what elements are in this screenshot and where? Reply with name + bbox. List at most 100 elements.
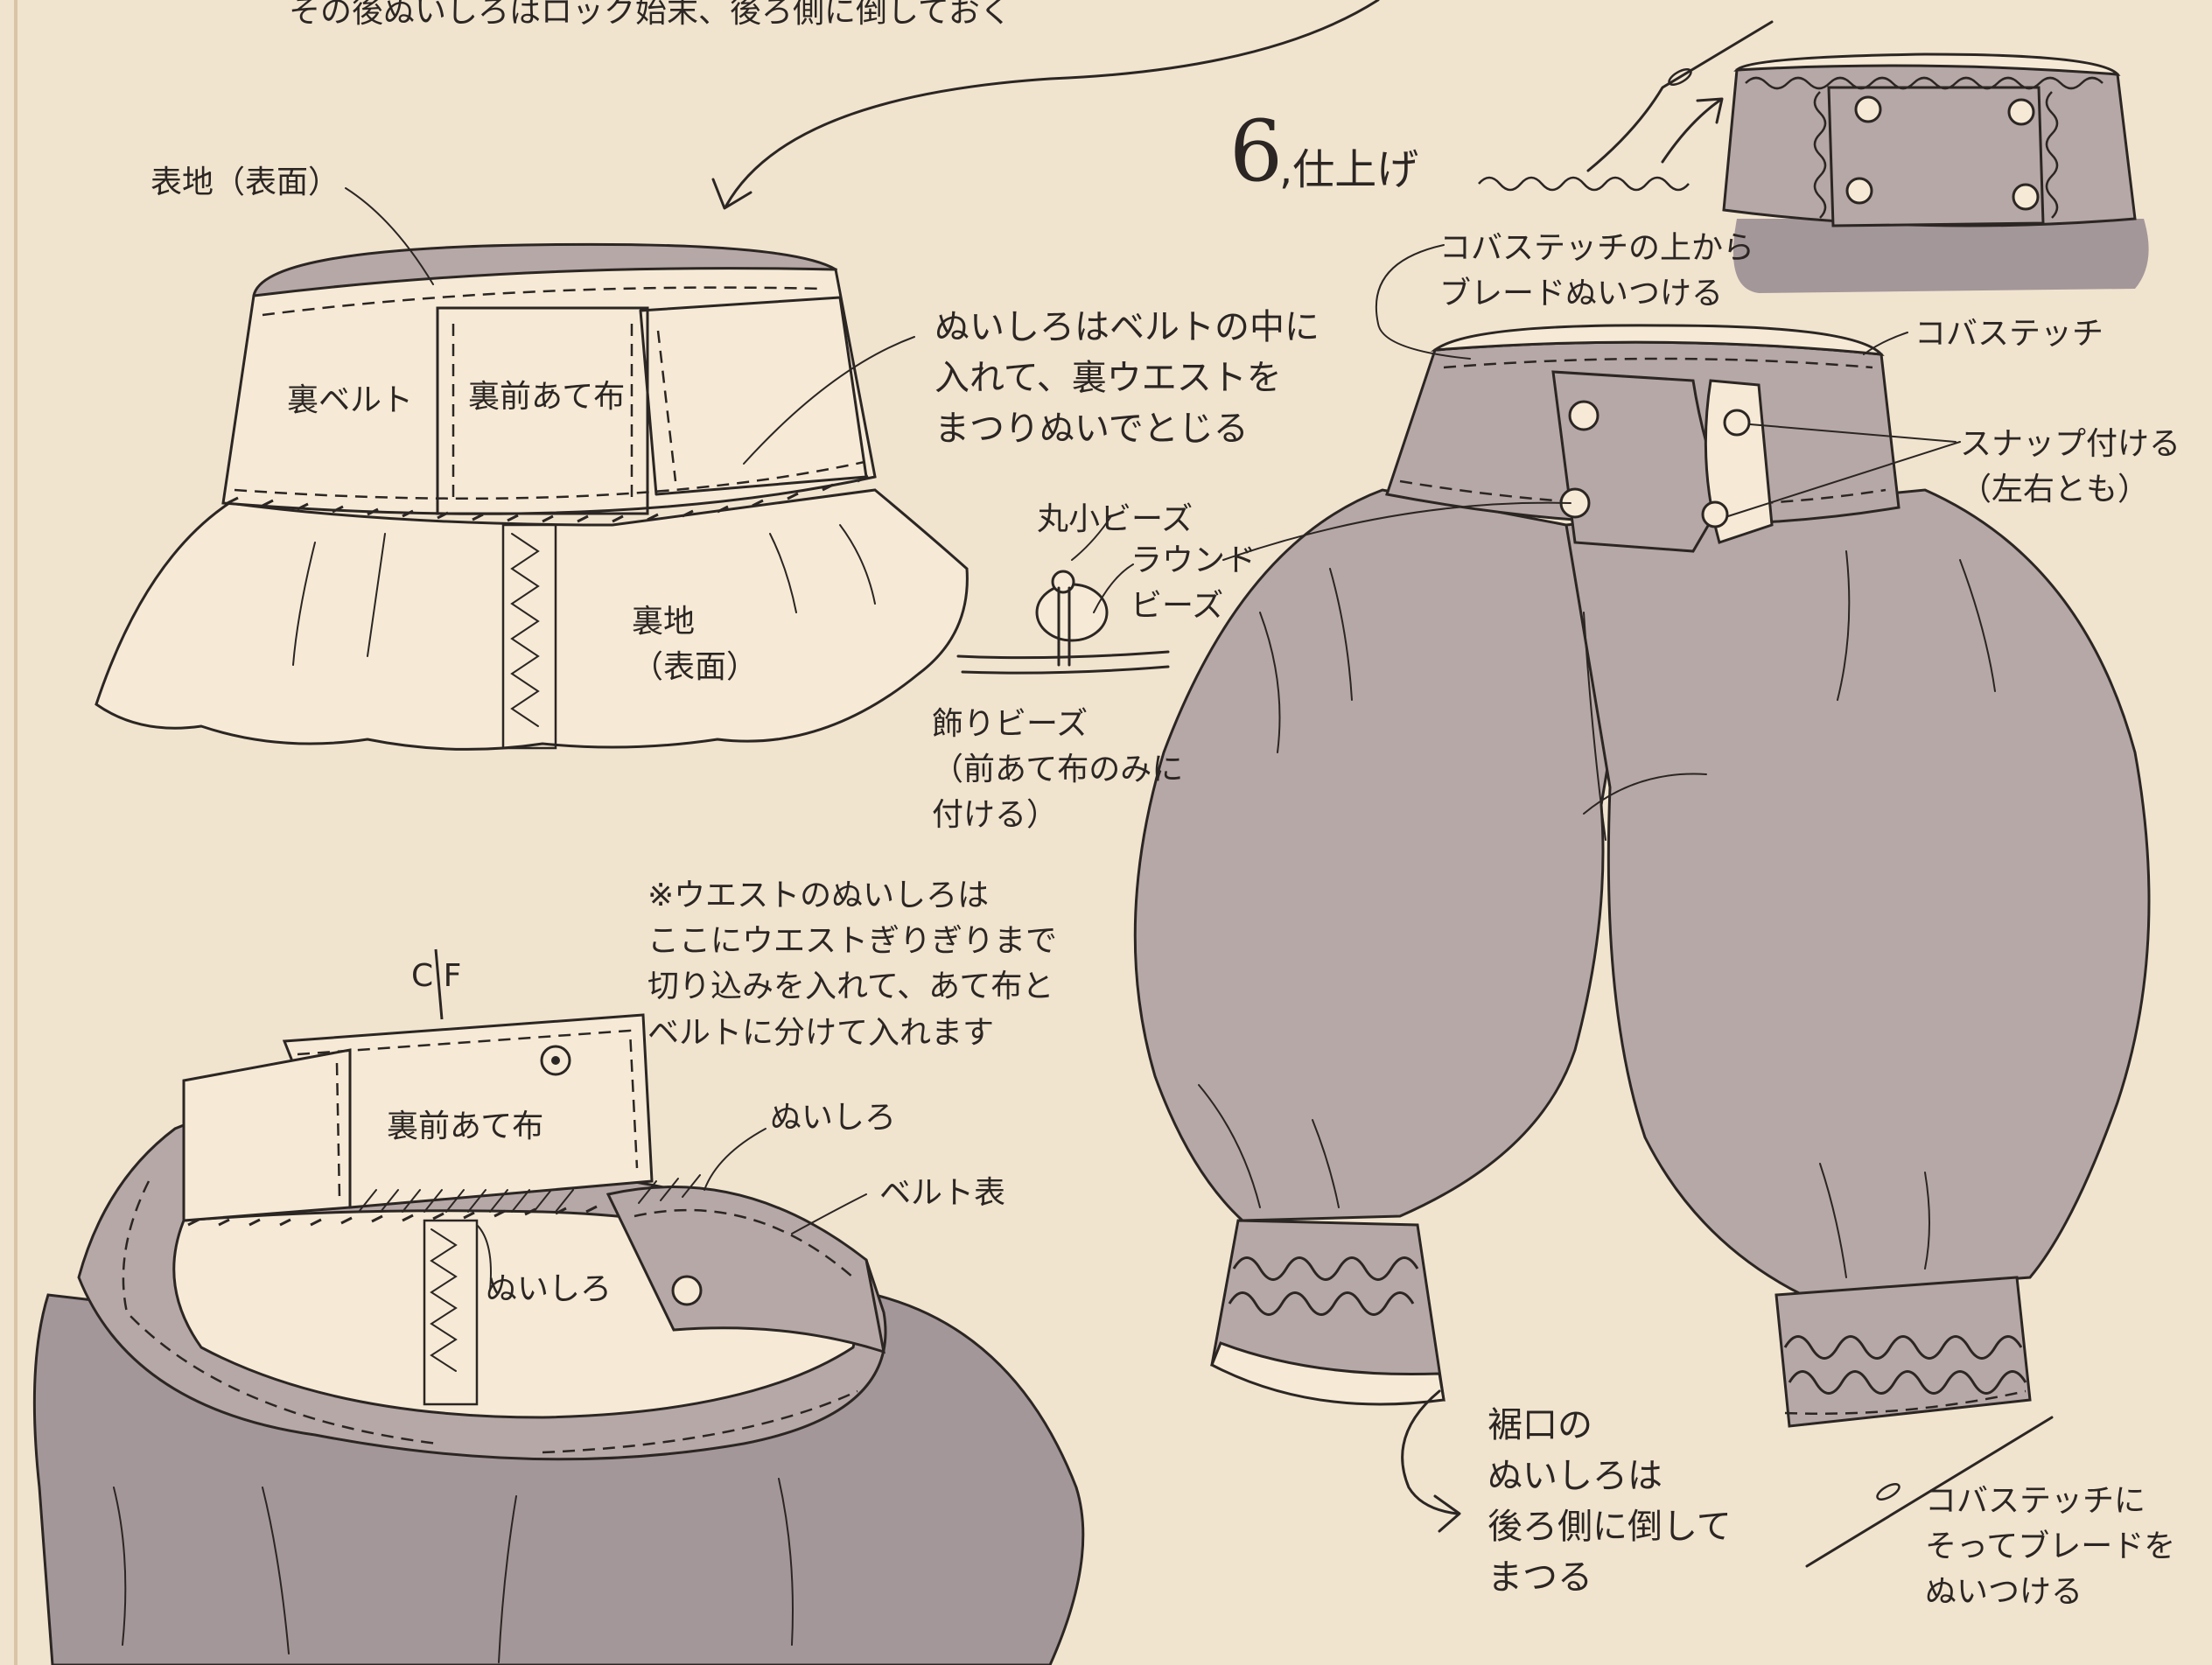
lining-front-seam	[501, 523, 557, 750]
pants-button-1	[1568, 400, 1600, 431]
hem-arrowhead	[1433, 1494, 1461, 1533]
label-waist-seam-note: ※ウエストのぬいしろは ここにウエストぎりぎりまで 切り込みを入れて、あて布と …	[648, 878, 1058, 1051]
leader-seam-1	[704, 1128, 766, 1191]
top-note: その後ぬいしろはロック始末、後ろ側に倒しておく	[289, 0, 1012, 30]
pumpkin-pants-figure	[1133, 244, 2151, 1568]
band-top-stitch	[262, 286, 823, 317]
label-round-small-bead: 丸小ビーズ	[1037, 501, 1194, 537]
needle-eye-bottom	[1876, 1483, 1900, 1501]
waistband-inner-body	[221, 267, 877, 515]
label-seam-into-belt: ぬいしろはベルトの中に 入れて、裏ウエストを まつりぬいでとじる	[934, 307, 1320, 449]
skirt-folds	[113, 1478, 794, 1663]
pants-snap-2	[1701, 500, 1729, 528]
pants-folds	[1198, 550, 1996, 1278]
left-cuff-bottom	[1210, 1341, 1446, 1406]
label-edge-stitch: コバステッチ	[1914, 316, 2104, 352]
front-seam-2	[423, 1219, 479, 1406]
label-inner-belt: 裏ベルト	[287, 382, 414, 418]
round-bead	[1035, 583, 1109, 642]
whip-stitches	[227, 474, 869, 523]
inner-waistband-figure	[94, 242, 969, 751]
bead-fabric-line-2	[961, 665, 1170, 675]
snap-belt-face	[671, 1275, 703, 1306]
hem-arrow	[1401, 1389, 1459, 1515]
label-snap: スナップ付ける （左右とも）	[1960, 426, 2181, 508]
flap-stitch	[634, 1208, 854, 1278]
leader-belt-face	[791, 1193, 867, 1235]
label-cf: C F	[411, 958, 462, 994]
overlap-stitch	[656, 330, 677, 482]
label-seam-allowance-1: ぬいしろ	[770, 1100, 897, 1136]
leader-round-bead	[1093, 563, 1134, 613]
pants-flap-lining	[1704, 379, 1774, 544]
whip-stitches-2	[187, 1205, 598, 1227]
zigzag-stitch-1	[510, 533, 540, 727]
leader-braid-over-edge	[1375, 244, 1471, 360]
snap-center	[551, 1056, 560, 1065]
detail-flap	[1827, 86, 2045, 227]
label-deco-bead: 飾りビーズ （前あて布のみに 付ける）	[932, 706, 1184, 834]
leader-deco-bead	[1222, 501, 1572, 561]
label-outer-fabric: 表地（表面）	[150, 164, 340, 200]
leader-outer-fabric	[345, 187, 434, 285]
top-note-arrowhead	[711, 178, 752, 210]
right-cuff	[1774, 1276, 2032, 1428]
waistband-lower-stitch	[1399, 479, 1886, 507]
cf-line	[434, 948, 444, 1020]
waistband-facing-figure	[32, 948, 1085, 1665]
braid-detail-figure	[1478, 20, 2149, 293]
needle-bottom	[1805, 1416, 2054, 1568]
needle-top	[1586, 20, 1774, 172]
pants-snap-1	[1723, 409, 1751, 437]
detail-button-4	[2012, 183, 2040, 211]
label-lining: 裏地 （表面）	[632, 604, 759, 686]
detail-braid-lines	[1745, 76, 2104, 219]
right-cuff-braid	[1783, 1335, 2027, 1395]
step-number: 6	[1229, 102, 1284, 200]
leader-seam-into-belt	[743, 336, 915, 465]
detail-ruffle	[1732, 219, 2149, 293]
step-title: ,仕上げ	[1279, 145, 1419, 194]
pants-waistband-inside	[1430, 324, 1885, 356]
direction-arrow	[1661, 99, 1721, 164]
waistband-edge-stitch	[1443, 357, 1873, 369]
bead-thread	[1057, 586, 1071, 667]
crotch-line	[1583, 612, 1707, 841]
label-inner-front-facing-2: 裏前あて布	[387, 1109, 544, 1144]
label-hem-seam: 裾口の ぬいしろは 後ろ側に倒して まつる	[1488, 1405, 1732, 1598]
direction-arrowhead	[1696, 97, 1724, 124]
pants-right-leg	[1564, 488, 2151, 1297]
facing-stitch	[452, 324, 634, 503]
leader-seam-2	[476, 1224, 492, 1291]
leader-small-bead	[1071, 515, 1112, 561]
detail-band-top	[1733, 52, 2121, 76]
snap-circle	[540, 1045, 571, 1076]
left-cuff-braid	[1228, 1256, 1419, 1316]
label-inner-front-facing: 裏前あて布	[468, 379, 626, 415]
needle-eye-top	[1668, 68, 1692, 86]
zigzag-stitch-2	[430, 1228, 458, 1372]
top-note-arrow	[724, 0, 1380, 207]
front-facing-panel	[436, 306, 649, 515]
label-braid-along-edge: コバステッチに そってブレードを ぬいつける	[1925, 1483, 2176, 1611]
lining-folds	[292, 524, 876, 666]
bead-figure	[956, 515, 1170, 675]
detail-button-1	[1854, 95, 1882, 123]
ring-stitch-bottom	[542, 1389, 858, 1454]
leader-edge-stitch	[1863, 332, 1908, 355]
lining-skirt	[94, 488, 969, 751]
label-braid-over-edge: コバステッチの上から ブレードぬいつける	[1439, 230, 1755, 312]
detail-button-3	[2007, 98, 2035, 126]
label-seam-allowance-2: ぬいしろ	[486, 1271, 612, 1307]
facing-panel-side	[182, 1048, 352, 1222]
leader-snap	[1727, 423, 1961, 517]
right-cuff-stitch	[1784, 1389, 2026, 1415]
label-round-bead: ラウンド ビーズ	[1130, 542, 1257, 625]
band-bottom-stitch	[234, 460, 865, 500]
hatched-seam-allowance	[358, 1174, 701, 1213]
bead-fabric-line-1	[956, 650, 1170, 660]
label-belt-face: ベルト表	[879, 1175, 1006, 1211]
facing-stitch-2	[297, 1029, 639, 1200]
